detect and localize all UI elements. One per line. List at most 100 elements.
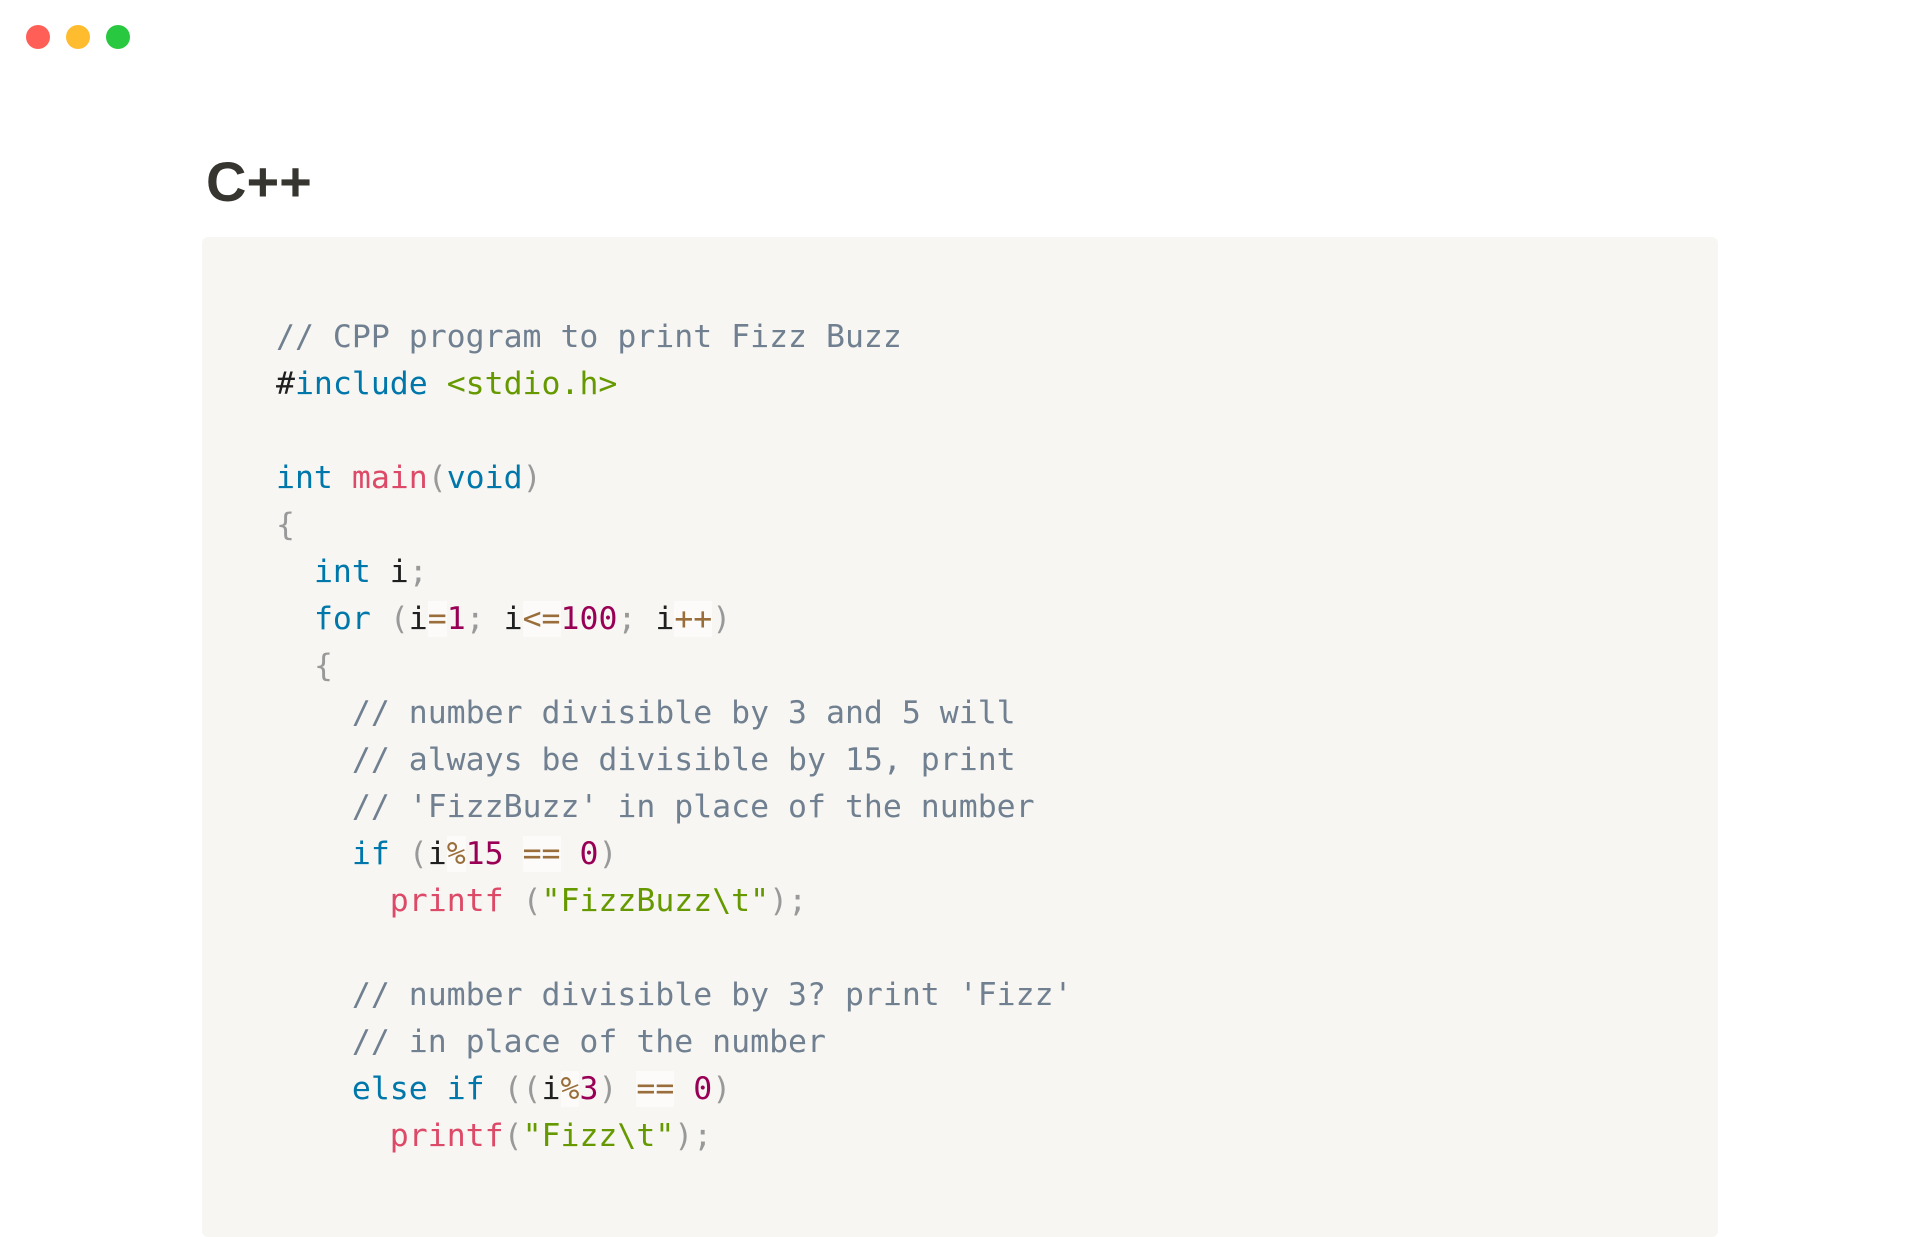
code-comment: // number divisible by 3? print 'Fizz' xyxy=(351,977,1073,1013)
code-text: i xyxy=(484,601,523,637)
code-number: 15 xyxy=(465,836,504,872)
code-text xyxy=(390,836,409,872)
code-comment: // number divisible by 3 and 5 will xyxy=(351,695,1016,731)
code-text xyxy=(276,742,352,778)
code-number: 100 xyxy=(560,601,618,637)
code-line: for (i=1; i<=100; i++) xyxy=(276,596,1073,643)
code-punctuation: ) xyxy=(598,1071,618,1107)
code-text xyxy=(371,601,390,637)
code-text xyxy=(428,1071,447,1107)
code-punctuation: { xyxy=(276,507,295,543)
code-line: // number divisible by 3? print 'Fizz' xyxy=(276,972,1073,1019)
code-text xyxy=(276,789,352,825)
code-text xyxy=(276,977,352,1013)
code-text xyxy=(276,1118,390,1154)
code-text xyxy=(276,554,314,590)
code-text xyxy=(617,1071,636,1107)
code-punctuation: ) xyxy=(598,836,618,872)
code-comment: // in place of the number xyxy=(351,1024,826,1060)
code-text xyxy=(276,883,390,919)
code-punctuation: ; xyxy=(617,601,637,637)
code-keyword: for xyxy=(313,601,371,637)
code-punctuation: ) xyxy=(712,1071,732,1107)
code-keyword: else xyxy=(351,1071,428,1107)
code-string: <stdio.h> xyxy=(446,366,618,402)
code-operator: % xyxy=(446,836,466,872)
code-text xyxy=(504,883,523,919)
code-number: 1 xyxy=(446,601,466,637)
code-text xyxy=(276,836,352,872)
code-text: i xyxy=(408,601,428,637)
code-punctuation: (( xyxy=(503,1071,542,1107)
code-number: 0 xyxy=(693,1071,713,1107)
code-punctuation: ; xyxy=(408,554,428,590)
code-text xyxy=(333,460,352,496)
code-line: printf("Fizz\t"); xyxy=(276,1113,1073,1160)
code-punctuation: ) xyxy=(522,460,542,496)
code-text xyxy=(276,695,352,731)
code-keyword: include xyxy=(294,366,428,402)
code-text: i xyxy=(370,554,409,590)
code-operator: <= xyxy=(522,601,561,637)
code-function: printf xyxy=(389,1118,504,1154)
code-line: // always be divisible by 15, print xyxy=(276,737,1073,784)
code-text: i xyxy=(427,836,447,872)
page-title: C++ xyxy=(206,150,312,213)
code-text: # xyxy=(276,366,295,402)
code-text xyxy=(276,648,314,684)
code-text: i xyxy=(636,601,675,637)
code-operator: = xyxy=(427,601,447,637)
code-text xyxy=(504,836,523,872)
code-line: printf ("FizzBuzz\t"); xyxy=(276,878,1073,925)
code-keyword: if xyxy=(351,836,390,872)
code-line xyxy=(276,925,1073,972)
code-line: // 'FizzBuzz' in place of the number xyxy=(276,784,1073,831)
code-line: #include <stdio.h> xyxy=(276,361,1073,408)
code-operator: % xyxy=(560,1071,580,1107)
code-comment: // 'FizzBuzz' in place of the number xyxy=(351,789,1035,825)
code-keyword: int xyxy=(313,554,371,590)
code-operator: == xyxy=(636,1071,675,1107)
code-text xyxy=(561,836,580,872)
code-function: main xyxy=(351,460,428,496)
code-comment: // CPP program to print Fizz Buzz xyxy=(276,319,902,355)
code-number: 3 xyxy=(579,1071,599,1107)
window-controls xyxy=(26,25,130,49)
code-text xyxy=(428,366,447,402)
code-content[interactable]: // CPP program to print Fizz Buzz #includ… xyxy=(276,314,1073,1160)
code-operator: ++ xyxy=(674,601,713,637)
code-punctuation: ; xyxy=(465,601,485,637)
code-keyword: void xyxy=(446,460,523,496)
minimize-window-button[interactable] xyxy=(66,25,90,49)
code-text xyxy=(485,1071,504,1107)
code-punctuation: ( xyxy=(522,883,542,919)
code-punctuation: ); xyxy=(769,883,808,919)
code-punctuation: ( xyxy=(503,1118,523,1154)
code-text xyxy=(276,1024,352,1060)
zoom-window-button[interactable] xyxy=(106,25,130,49)
code-text xyxy=(276,1071,352,1107)
code-punctuation: ); xyxy=(674,1118,713,1154)
code-line: // CPP program to print Fizz Buzz xyxy=(276,314,1073,361)
code-number: 0 xyxy=(579,836,599,872)
code-text xyxy=(674,1071,693,1107)
code-string: "FizzBuzz\t" xyxy=(541,883,770,919)
code-line: { xyxy=(276,643,1073,690)
code-keyword: if xyxy=(446,1071,485,1107)
code-text: i xyxy=(541,1071,561,1107)
code-comment: // always be divisible by 15, print xyxy=(351,742,1016,778)
code-punctuation: { xyxy=(313,648,333,684)
code-keyword: int xyxy=(276,460,333,496)
code-block[interactable] xyxy=(202,237,1718,1237)
code-punctuation: ) xyxy=(712,601,732,637)
code-punctuation: ( xyxy=(408,836,428,872)
code-line: int main(void) xyxy=(276,455,1073,502)
code-line: int i; xyxy=(276,549,1073,596)
code-punctuation: ( xyxy=(389,601,409,637)
code-line xyxy=(276,408,1073,455)
code-string: "Fizz\t" xyxy=(522,1118,675,1154)
code-line: { xyxy=(276,502,1073,549)
close-window-button[interactable] xyxy=(26,25,50,49)
code-function: printf xyxy=(389,883,504,919)
code-line: // number divisible by 3 and 5 will xyxy=(276,690,1073,737)
